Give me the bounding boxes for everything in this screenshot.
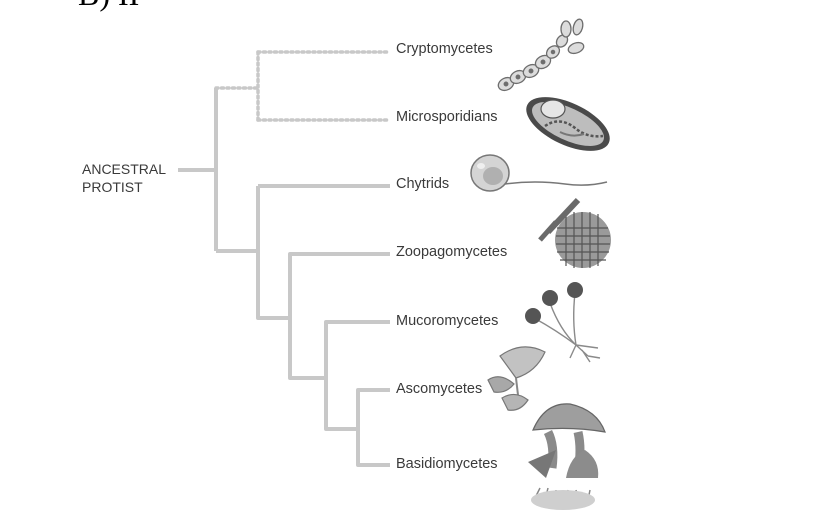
taxon-microsporidians: Microsporidians [396,109,498,125]
basidiomycete-mushroom-icon [528,403,606,510]
root-label-line2: PROTIST [82,179,143,195]
branch-to-zygo-dikarya [256,186,290,320]
branch-to-main-clade [216,186,260,253]
mucoromycete-sporangia-icon [525,282,601,363]
cryptomycete-cells-icon [497,18,585,92]
taxon-zoopagomycetes: Zoopagomycetes [396,244,508,260]
branch-dikarya [324,378,358,431]
taxon-basidiomycetes: Basidiomycetes [396,456,498,472]
split-zoopago [288,252,390,318]
split-muco-dikarya [288,318,326,380]
taxon-mucoromycetes: Mucoromycetes [396,313,499,329]
taxon-cryptomycetes: Cryptomycetes [396,41,493,57]
microsporidian-cell-icon [526,97,610,151]
partial-heading: B) II [78,0,139,10]
zoopagomycete-hyphae-icon [538,197,611,268]
branch-basidio [356,429,390,467]
taxon-ascomycetes: Ascomycetes [396,381,483,397]
branch-mucoro [324,320,390,378]
root-label: ANCESTRAL PROTIST [82,160,166,196]
chytrid-zoospore-icon [470,154,608,192]
taxon-chytrids: Chytrids [396,176,450,192]
branch-asco [356,388,390,429]
ascomycete-cup-fungi-icon [487,346,546,411]
root-label-line1: ANCESTRAL [82,161,167,177]
